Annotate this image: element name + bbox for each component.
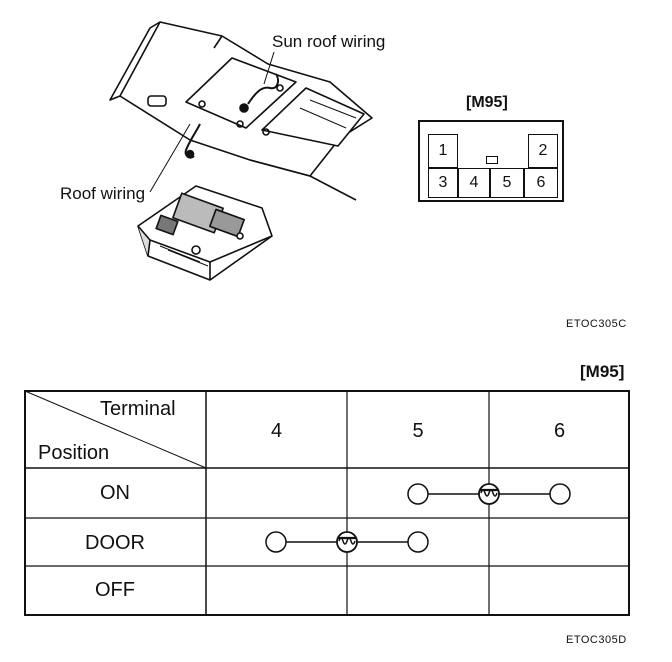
pin-3: 3 (428, 168, 458, 198)
row-label-off: OFF (95, 579, 135, 601)
switch-table: Terminal Position 4 5 6 ON DOOR OFF (24, 390, 630, 616)
terminal-node-door-5 (407, 531, 429, 553)
bulb-icon-door (336, 531, 358, 553)
bulb-icon-on (478, 483, 500, 505)
connections-layer (265, 483, 571, 553)
sunroof-leader (263, 51, 275, 85)
roof-wiring-leader (149, 123, 191, 193)
roof-wiring-label: Roof wiring (60, 184, 146, 203)
connector-title: [M95] (466, 94, 508, 111)
terminal-node-door-4 (265, 531, 287, 553)
corner-terminal-label: Terminal (100, 398, 176, 420)
column-header-5: 5 (412, 420, 424, 442)
pin-5: 5 (490, 168, 524, 198)
room-lamp-drawing (137, 185, 273, 281)
terminal-node-on-5 (407, 483, 429, 505)
table-grid (24, 390, 630, 616)
pin-6: 6 (524, 168, 558, 198)
row-label-on: ON (100, 482, 130, 504)
illustration-code: ETOC305C (566, 318, 627, 330)
connector-lock-tab (486, 156, 498, 164)
connector-face: 1 2 3 4 5 6 (418, 120, 564, 202)
corner-diagonal (24, 390, 207, 469)
pin-2: 2 (528, 134, 558, 168)
sunroof-wiring-label: Sun roof wiring (272, 32, 386, 51)
column-header-6: 6 (553, 420, 566, 442)
pin-4: 4 (458, 168, 490, 198)
column-header-4: 4 (270, 420, 283, 442)
roof-illustration (109, 21, 373, 281)
table-code: ETOC305D (566, 634, 627, 646)
corner-position-label: Position (38, 442, 110, 464)
pin-1: 1 (428, 134, 458, 168)
table-connector-title: [M95] (580, 362, 625, 381)
row-label-door: DOOR (85, 532, 145, 554)
roof-panel-drawing (109, 21, 373, 201)
terminal-node-on-6 (549, 483, 571, 505)
